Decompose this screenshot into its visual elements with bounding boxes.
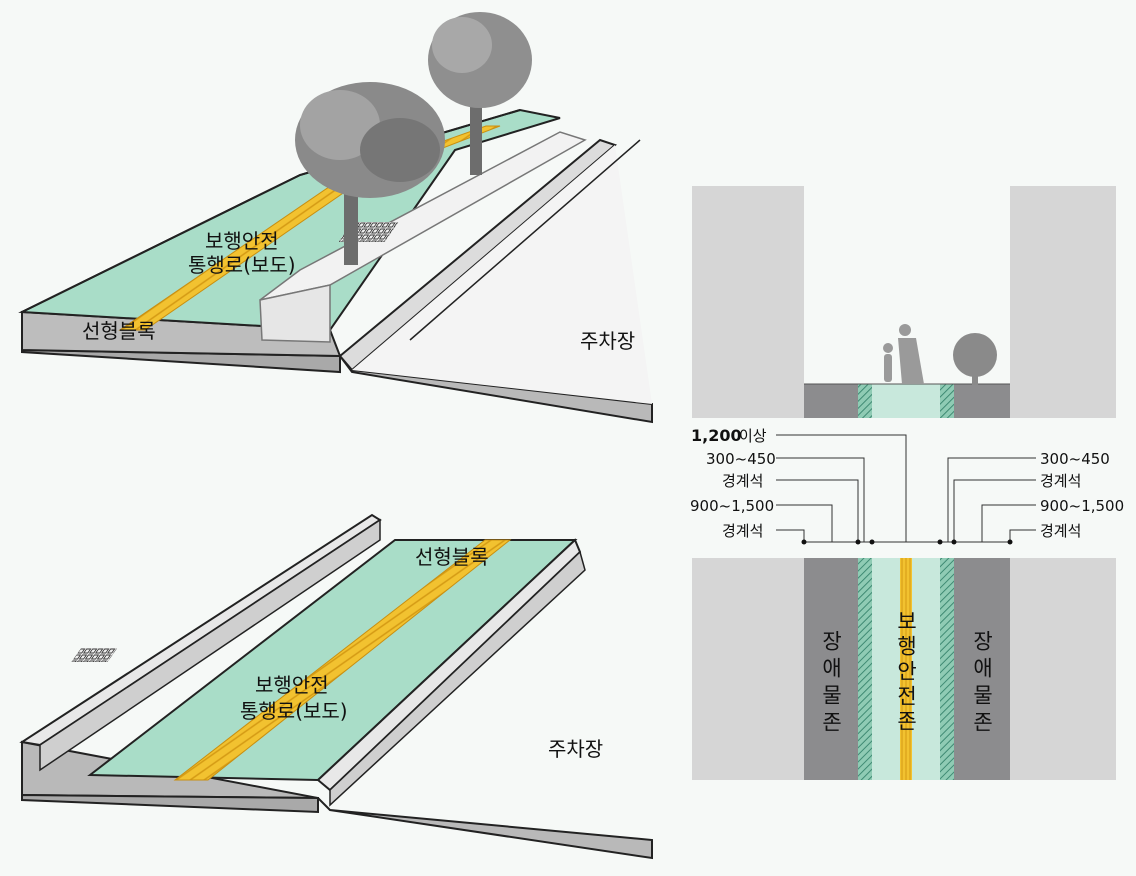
curb-hatch-left — [858, 558, 872, 780]
zone-obstacle-left: 장애물존 — [819, 630, 843, 738]
dim-curb-1-right: 경계석 — [1040, 472, 1081, 490]
bottom-tactile-strip — [173, 539, 512, 781]
bottom-perspective-view: 선형블록 보행안전 통행로(보도) 주차장 — [19, 513, 653, 860]
top-walkway-label-line2: 통행로(보도) — [188, 253, 296, 277]
dimension-dots — [801, 539, 1013, 545]
dimension-leaders — [776, 434, 1036, 543]
people-silhouette — [883, 324, 924, 384]
obstacle-zone-right — [954, 558, 1010, 780]
dim-width-obstacle-left: 900~1,500 — [690, 497, 774, 515]
bottom-walkway-label-line2: 통행로(보도) — [240, 699, 348, 723]
bottom-walkway-label-line1: 보행안전 — [255, 673, 329, 697]
top-walkway-label-line1: 보행안전 — [205, 229, 279, 253]
zone-obstacle-right: 장애물존 — [970, 630, 994, 738]
dim-curb-2-right: 경계석 — [1040, 522, 1081, 540]
dim-width-mid-right: 300~450 — [1040, 450, 1110, 468]
top-tactile-label: 선형블록 — [82, 319, 156, 343]
bottom-parking-label: 주차장 — [548, 737, 603, 761]
dim-width-main-suffix: 이상 — [739, 427, 767, 445]
curb-hatch-right — [940, 558, 954, 780]
tactile-strip-plan — [900, 558, 912, 780]
top-tree-1 — [295, 82, 445, 265]
section-diagram: 1,200 이상 300~450 경계석 900~1,500 경계석 300~4… — [690, 186, 1124, 780]
dim-width-main: 1,200 — [691, 426, 742, 445]
tree-silhouette — [953, 333, 997, 385]
left-building — [692, 186, 804, 418]
bottom-tactile-label: 선형블록 — [415, 545, 489, 569]
right-building — [1010, 186, 1116, 418]
top-perspective-view: 보행안전 통행로(보도) 선형블록 주차장 — [18, 12, 653, 424]
zone-safety: 보행안전존 — [894, 610, 918, 735]
dim-curb-2-left: 경계석 — [722, 522, 763, 540]
top-parking-label: 주차장 — [580, 329, 635, 353]
dim-width-obstacle-right: 900~1,500 — [1040, 497, 1124, 515]
dim-width-mid-left: 300~450 — [706, 450, 776, 468]
dim-curb-1-left: 경계석 — [722, 472, 763, 490]
top-tree-2 — [428, 12, 532, 175]
bottom-drain-grate — [71, 648, 118, 662]
obstacle-zone-left — [804, 558, 858, 780]
